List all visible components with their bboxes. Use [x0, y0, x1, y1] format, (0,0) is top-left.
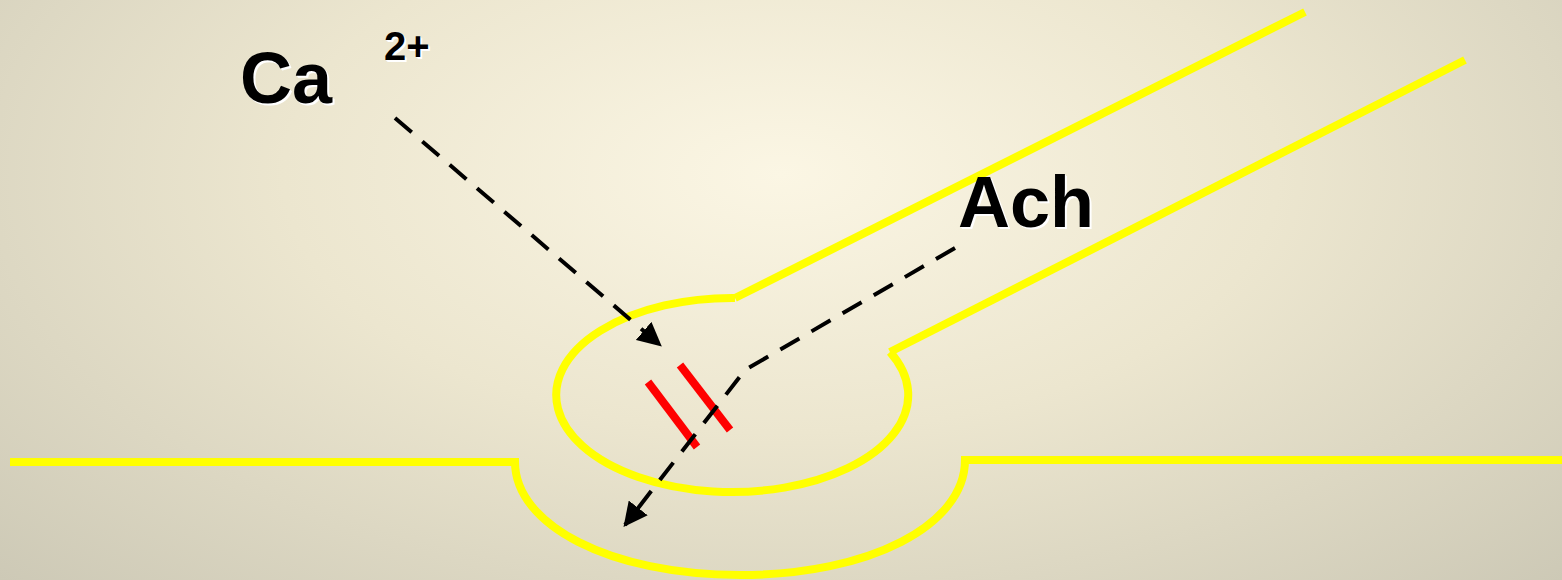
- transmitter-label: Ach: [958, 166, 1094, 238]
- calcium-arrow: [395, 118, 660, 345]
- charge-superscript: 2+: [384, 26, 430, 66]
- axon-terminal: [556, 298, 908, 492]
- ion-label: Ca: [240, 42, 332, 114]
- muscle-membrane: [10, 460, 1562, 575]
- axon-wall: [890, 60, 1465, 352]
- ach-arrow: [625, 248, 955, 525]
- channel-bar: [648, 382, 697, 447]
- axon-wall: [735, 12, 1305, 298]
